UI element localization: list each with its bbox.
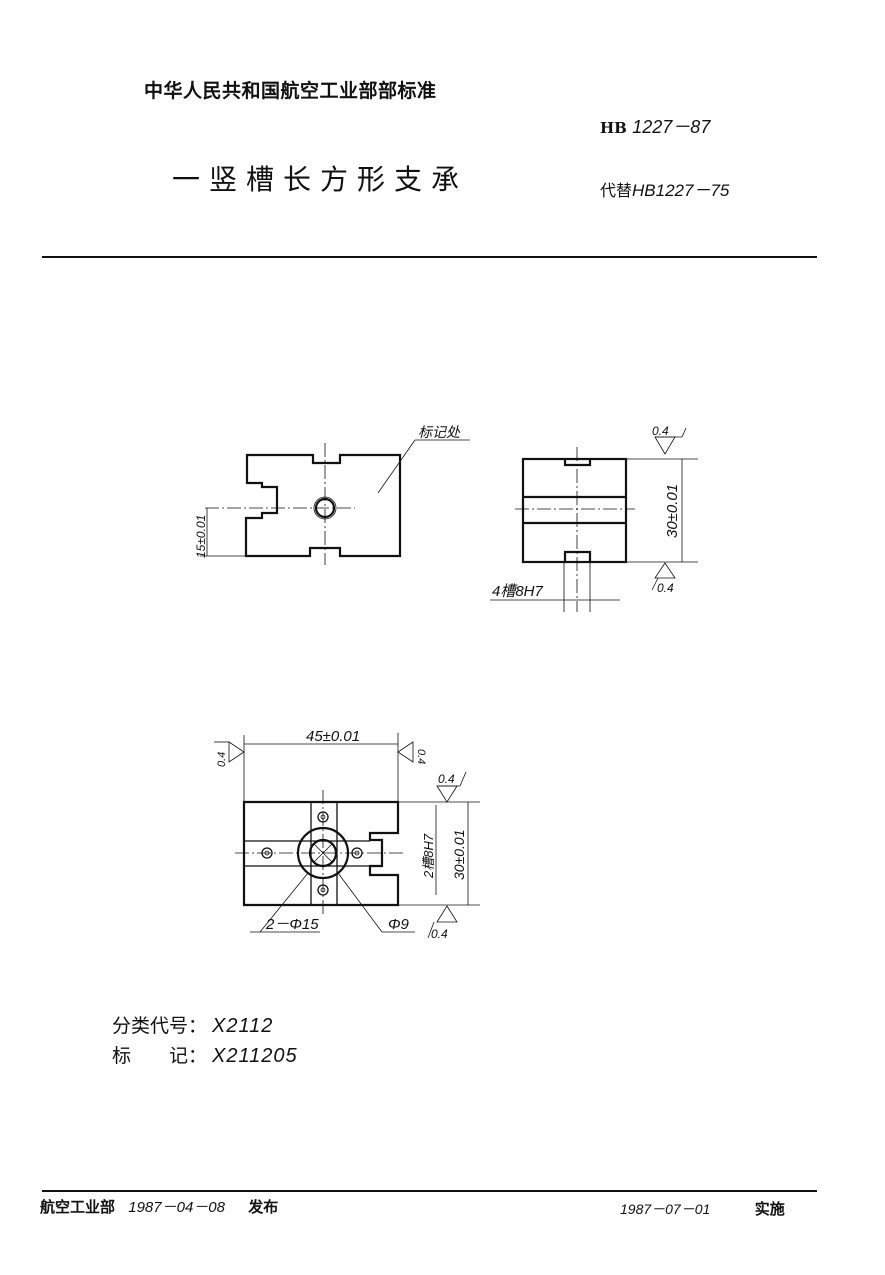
hole-note-9: Φ9 — [388, 916, 410, 933]
standard-prefix: HB — [600, 119, 627, 137]
front-roughness-top: 0.4 — [438, 772, 455, 786]
effective-date: 1987－07－01 — [620, 1201, 711, 1217]
marking-row: 标 记：X211205 — [112, 1041, 298, 1071]
effective-info: 1987－07－01 实施 — [620, 1198, 785, 1219]
issuer: 航空工业部 — [40, 1198, 116, 1216]
classification-code-label: 分类代号： — [112, 1015, 208, 1037]
standard-number-value: 1227－87 — [632, 117, 711, 137]
marking-label: 标 记： — [112, 1045, 208, 1067]
front-slots-dimension: 2槽8H7 — [421, 833, 436, 879]
issue-info: 航空工业部 1987－04－08 发布 — [40, 1196, 278, 1217]
offset-dimension: 15±0.01 — [194, 515, 208, 558]
standard-number: HB 1227－87 — [600, 113, 710, 139]
marking-value: X211205 — [212, 1045, 298, 1067]
issue-label: 发布 — [248, 1198, 279, 1216]
top-view — [244, 453, 402, 558]
side-view — [521, 457, 628, 564]
footer-divider — [42, 1190, 817, 1192]
front-roughness-right: 0.4 — [415, 749, 427, 764]
hole-note-2x15: 2－Φ15 — [265, 916, 319, 933]
classification-code-row: 分类代号：X2112 — [112, 1011, 298, 1041]
issue-date: 1987－04－08 — [128, 1199, 225, 1216]
organization-heading: 中华人民共和国航空工业部部标准 — [144, 80, 437, 102]
side-roughness-bottom: 0.4 — [657, 581, 674, 595]
technical-drawing: 标记处 15±0.01 0.4 0.4 30±0.01 — [194, 424, 698, 941]
side-roughness-top: 0.4 — [652, 424, 669, 438]
replaces-label: 代替 — [600, 181, 633, 200]
side-height-dimension: 30±0.01 — [664, 484, 681, 538]
front-width-dimension: 45±0.01 — [306, 728, 360, 745]
document-title: 一竖槽长方形支承 — [172, 163, 469, 196]
replaces-standard: 代替HB1227－75 — [600, 176, 729, 201]
front-height-dimension: 30±0.01 — [451, 829, 467, 880]
header-divider — [42, 256, 817, 258]
marking-label: 标记处 — [418, 424, 461, 440]
slot-note: 4槽8H7 — [492, 583, 544, 600]
classification-block: 分类代号：X2112 标 记：X211205 — [112, 1011, 298, 1071]
front-roughness-bottom: 0.4 — [431, 927, 448, 941]
classification-code-value: X2112 — [212, 1015, 274, 1037]
replaces-number: HB1227－75 — [632, 181, 730, 200]
effective-label: 实施 — [754, 1200, 785, 1218]
front-roughness-left: 0.4 — [216, 752, 228, 767]
